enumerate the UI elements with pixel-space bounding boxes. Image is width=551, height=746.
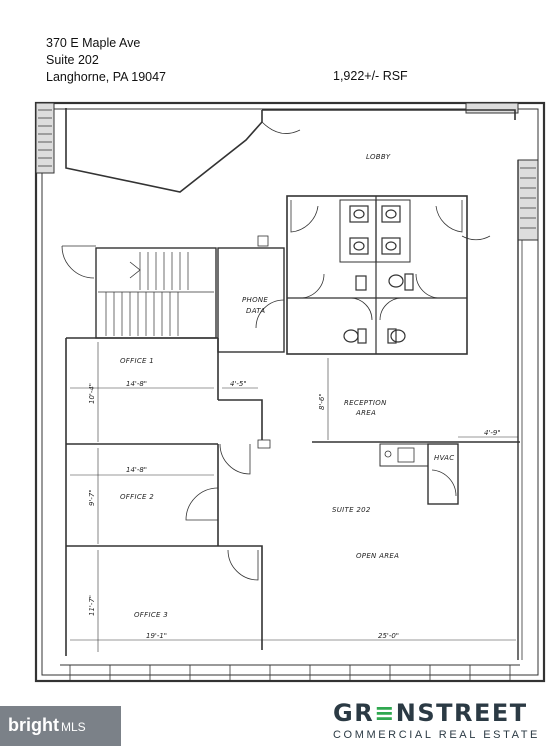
lobby-walls (65, 108, 516, 193)
office-1-label: OFFICE 1 (120, 357, 154, 365)
watermark-brand: bright (8, 715, 59, 735)
phone-label: PHONE (242, 296, 268, 304)
greenstreet-logo: GR≡NSTREET (333, 699, 528, 727)
office-2-depth: 9'-7" (88, 489, 96, 506)
logo-tagline: COMMERCIAL REAL ESTATE (333, 729, 540, 741)
office-2-width: 14'-8" (126, 466, 147, 474)
suite-label: SUITE 202 (332, 506, 371, 514)
hvac-label: HVAC (434, 454, 454, 462)
office-1-width: 14'-8" (126, 380, 147, 388)
office-3-label: OFFICE 3 (134, 611, 168, 619)
reception-hvac (312, 160, 523, 660)
reception-depth: 8'-6" (318, 393, 326, 410)
restroom-block (286, 195, 491, 355)
open-area-width: 25'-0" (378, 632, 399, 640)
rentable-area: 1,922+/- RSF (333, 69, 408, 83)
reception-label: RECEPTION (344, 399, 387, 407)
data-label: DATA (246, 307, 265, 315)
office-3-depth: 11'-7" (88, 595, 96, 616)
logo-part-2: NSTREET (395, 699, 528, 727)
office-3-width: 19'-1" (146, 632, 167, 640)
phone-data-room (217, 247, 285, 353)
lobby-label: LOBBY (366, 153, 391, 161)
open-area-label: OPEN AREA (356, 552, 399, 560)
logo-accent-icon: ≡ (374, 699, 396, 727)
watermark-suffix: MLS (61, 720, 86, 734)
hvac-width: 4'-9" (484, 429, 501, 437)
corridor-width: 4'-5" (230, 380, 247, 388)
office-1-depth: 10'-4" (88, 383, 96, 404)
logo-part-1: GR (333, 699, 375, 727)
property-address: 370 E Maple Ave Suite 202 Langhorne, PA … (46, 35, 166, 86)
stairwell (61, 235, 269, 339)
address-city: Langhorne, PA 19047 (46, 70, 167, 84)
reception-area-label: AREA (355, 409, 376, 417)
outer-walls (34, 101, 546, 683)
address-suite: Suite 202 (46, 53, 99, 67)
address-street: 370 E Maple Ave (46, 36, 141, 50)
offices (65, 337, 516, 656)
office-2-label: OFFICE 2 (120, 493, 154, 501)
